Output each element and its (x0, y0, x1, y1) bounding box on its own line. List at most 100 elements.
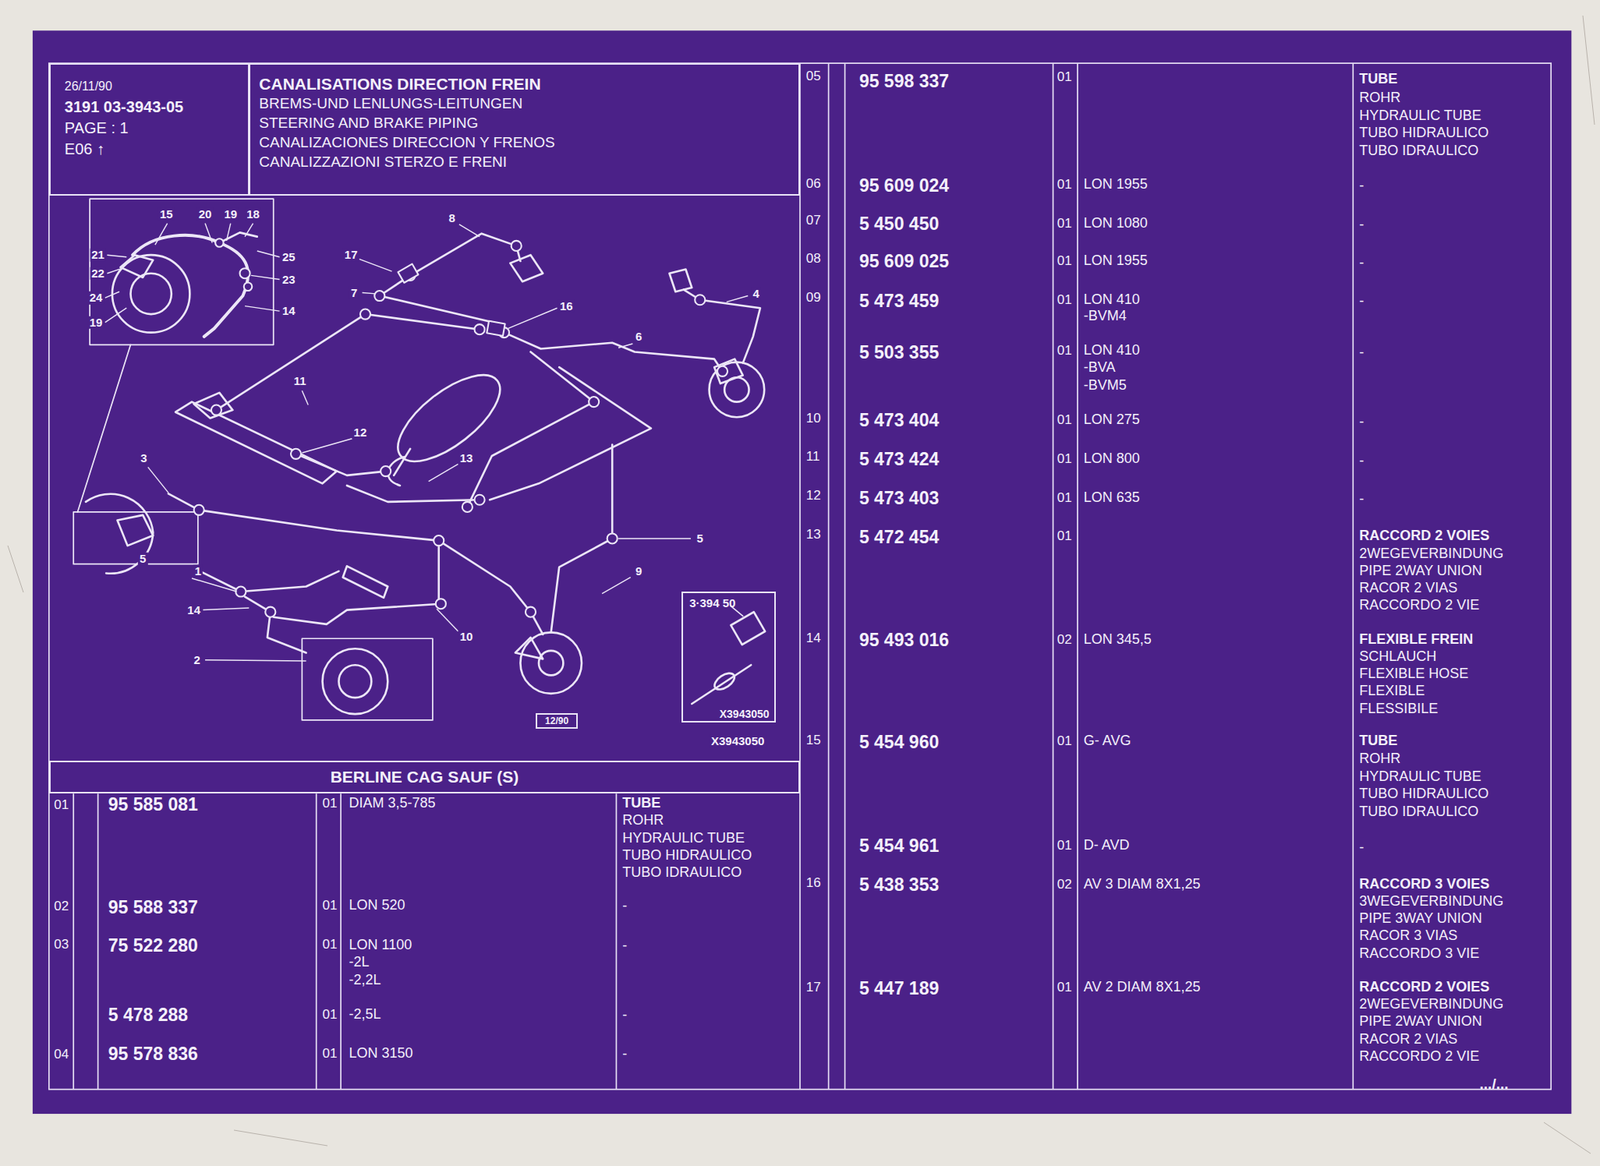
callout-number: 14 (185, 603, 202, 617)
table-cell: - (1359, 453, 1364, 470)
brake-piping-illustration (462, 502, 473, 513)
leader-line (106, 268, 123, 274)
table-grid (1052, 63, 1055, 1091)
quantity: 01 (322, 796, 338, 812)
item-number: 12 (806, 488, 822, 504)
leader-line (148, 467, 169, 493)
leader-line (226, 223, 231, 241)
film-scratch (233, 1130, 328, 1147)
brake-piping-illustration (215, 238, 224, 247)
callout-number: 19 (222, 208, 239, 222)
table-cell: TUBO HIDRAULICO (1359, 126, 1489, 142)
table-cell: 3WEGEVERBINDUNG (1359, 894, 1504, 910)
callout-number: 3 (138, 451, 149, 465)
part-description: TUBE (1359, 71, 1398, 88)
leader-line (202, 608, 249, 611)
table-cell: LON 1080 (1083, 215, 1148, 232)
part-description: RACCORD 2 VOIES (1359, 980, 1490, 996)
table-grid (49, 63, 1551, 1091)
item-number: 16 (806, 876, 822, 892)
leader-line (428, 463, 459, 482)
table-cell: TUBO IDRAULICO (1359, 804, 1479, 821)
callout-number: 1 (193, 565, 203, 579)
brake-piping-illustration (116, 515, 153, 546)
brake-piping-illustration (380, 466, 391, 477)
table-cell: RACOR 2 VIAS (1359, 1032, 1458, 1048)
callout-number: 11 (292, 375, 308, 389)
table-cell: AV 2 DIAM 8X1,25 (1083, 980, 1201, 996)
box-heading: BERLINE CAG SAUF (S) (56, 767, 793, 788)
brake-piping-illustration (397, 264, 418, 284)
table-grid (828, 63, 830, 1091)
brake-piping-illustration (433, 535, 444, 546)
part-number: 5 503 355 (859, 343, 939, 363)
box-line: 3191 03-3943-05 (64, 96, 244, 118)
callout-number: 9 (633, 565, 644, 579)
table-grid (1352, 63, 1354, 1091)
brake-piping-illustration (199, 571, 339, 592)
brake-piping-illustration (301, 638, 433, 721)
callout-number: 13 (458, 451, 475, 465)
brake-piping-illustration (244, 597, 307, 654)
leader-line (191, 578, 238, 592)
table-cell: - (1359, 255, 1364, 272)
quantity: 01 (1057, 292, 1073, 308)
leader-line (205, 223, 213, 244)
table-cell: FLEXIBLE (1359, 683, 1425, 700)
leader-line (251, 275, 280, 280)
callout-number: 17 (343, 248, 360, 262)
table-cell: LON 275 (1083, 412, 1140, 429)
table-cell: HYDRAULIC TUBE (1359, 769, 1482, 786)
brake-piping-illustration (194, 392, 234, 419)
table-cell: TUBO IDRAULICO (1359, 143, 1479, 160)
part-number: 5 473 404 (859, 411, 939, 432)
leader-line (257, 251, 280, 258)
callout-number: 21 (89, 248, 107, 262)
brake-piping-illustration (694, 294, 705, 305)
callout-number: 20 (197, 208, 214, 222)
quantity: 01 (1057, 254, 1073, 270)
callout-number: 5 (138, 552, 148, 567)
table-cell: RACOR 2 VIAS (1359, 580, 1458, 597)
quantity: 01 (322, 899, 338, 914)
part-number: 5 473 403 (859, 488, 939, 509)
brake-piping-illustration (219, 232, 257, 243)
table-cell: FLESSIBILE (1359, 701, 1438, 718)
table-cell: LON 3150 (349, 1046, 414, 1062)
part-number: 5 473 459 (859, 292, 939, 312)
brake-piping-illustration (215, 314, 480, 411)
film-scratch (1543, 1122, 1591, 1154)
table-cell: - (622, 1008, 627, 1025)
leader-line (508, 307, 558, 329)
table-cell: - (622, 1047, 627, 1063)
table-cell: HYDRAULIC TUBE (622, 831, 745, 847)
quantity: 01 (1057, 734, 1073, 750)
quantity: 02 (1057, 632, 1073, 648)
table-cell: LON 520 (349, 898, 406, 914)
brake-piping-illustration (520, 632, 582, 694)
table-cell: LON 410 (1083, 343, 1140, 359)
box-heading: 3·394 50 (689, 596, 769, 611)
table-grid (339, 793, 342, 1091)
leader-line (359, 258, 393, 272)
callout-number: 23 (280, 272, 298, 287)
purple-panel (32, 30, 1572, 1115)
brake-piping-illustration (387, 449, 411, 486)
brake-piping-illustration (683, 290, 761, 364)
table-cell: - (1359, 840, 1364, 857)
brake-piping-illustration (338, 665, 372, 698)
brake-piping-illustration (168, 493, 439, 604)
quantity: 01 (1057, 343, 1073, 359)
date-stamp-box: 12/90 (535, 713, 578, 730)
callout-number: 18 (244, 208, 262, 222)
table-grid (315, 793, 318, 1091)
brake-piping-illustration (467, 351, 594, 507)
brake-piping-illustration (669, 269, 692, 292)
item-number: 14 (806, 631, 822, 647)
brake-piping-illustration (474, 324, 485, 335)
item-number: 07 (806, 212, 822, 228)
table-cell: FLEXIBLE HOSE (1359, 666, 1469, 683)
leader-line (105, 307, 127, 323)
table-grid (1076, 63, 1079, 1091)
